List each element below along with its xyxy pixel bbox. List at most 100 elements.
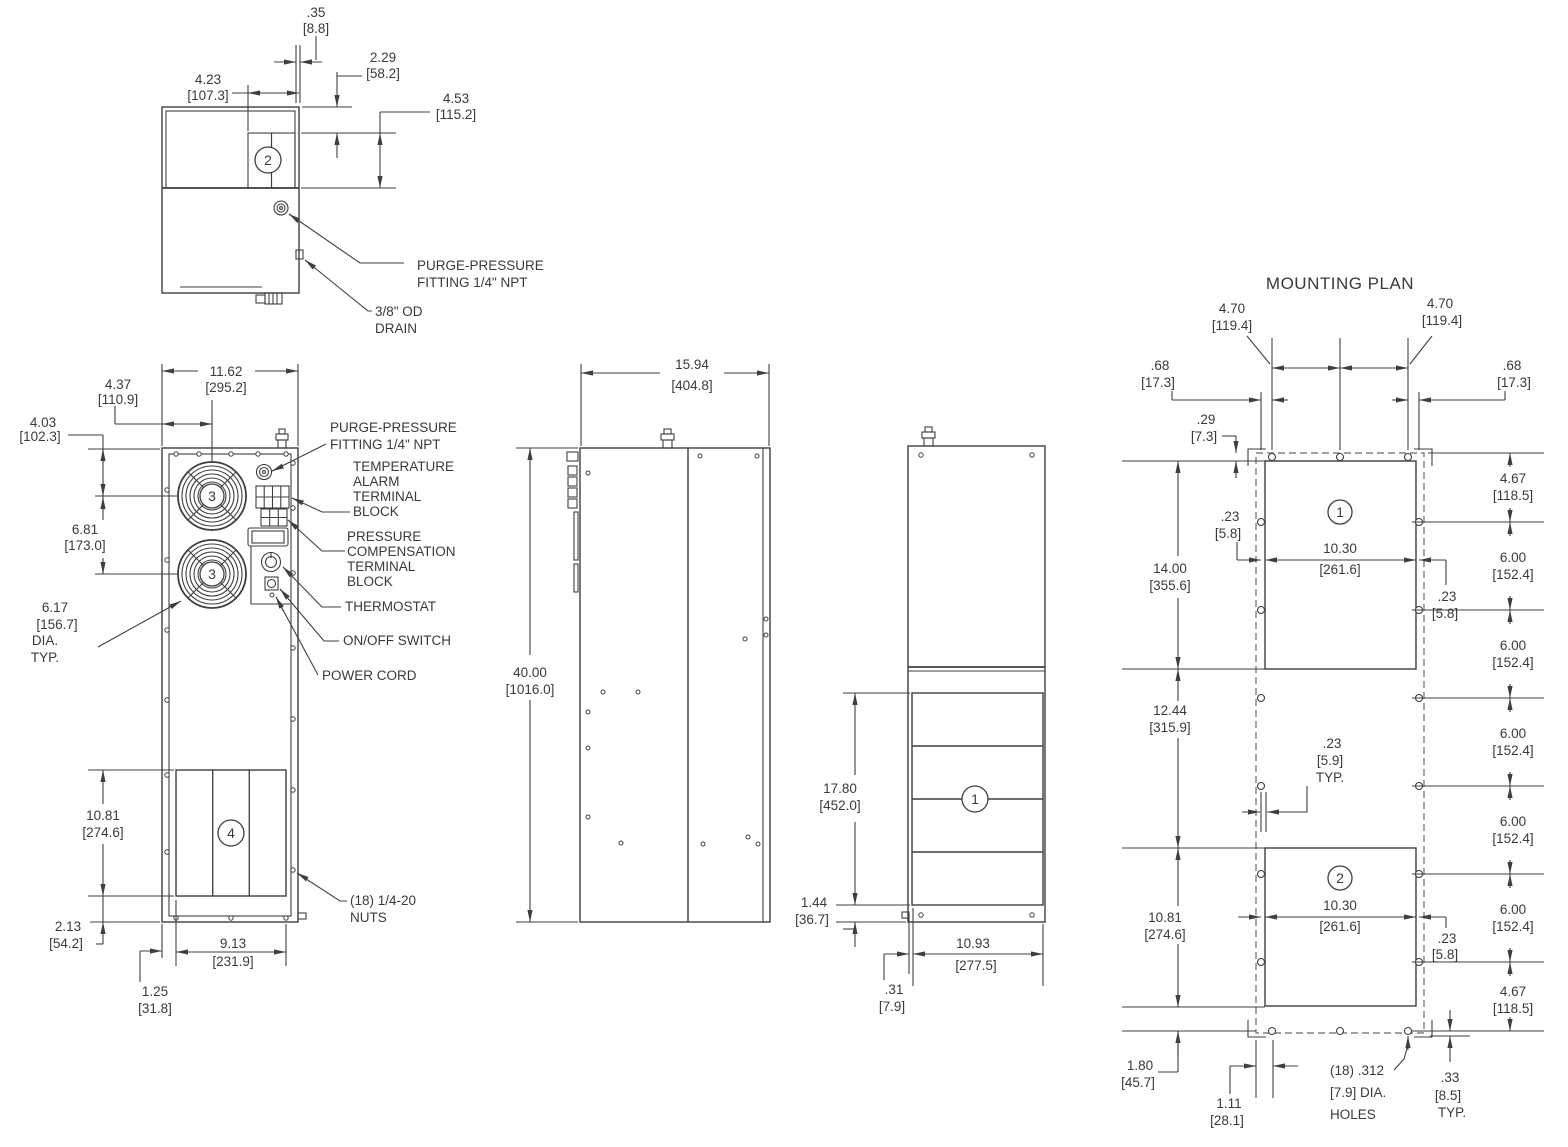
dim-plan-29: .29 [7.3]	[1191, 412, 1239, 478]
dim-front-213-in: 2.13	[55, 919, 81, 934]
dim-plan-23b-mm: [5.8]	[1432, 606, 1458, 621]
dim-plan-29-in: .29	[1197, 412, 1216, 427]
callout-top-drain-line1: 3/8" OD	[375, 304, 423, 319]
plan-right-2-in: 6.00	[1500, 638, 1526, 653]
dim-side-1594-mm: [404.8]	[671, 378, 712, 393]
dim-plan-180-mm: [45.7]	[1121, 1075, 1155, 1090]
fan-guard-upper: 3	[177, 461, 247, 531]
dim-front-681-mm: [173.0]	[64, 538, 105, 553]
plan-right-6-in: 4.67	[1500, 984, 1526, 999]
dim-plan-23c-mm: [5.8]	[1432, 947, 1458, 962]
dim-plan-1030a-mm: [261.6]	[1319, 562, 1360, 577]
dim-plan-1081-in: 10.81	[1148, 910, 1182, 925]
dim-back-1780: 17.80 [452.0]	[819, 692, 910, 906]
back-drain-stub	[901, 911, 910, 919]
callout-top-purge: PURGE-PRESSURE FITTING 1/4" NPT	[288, 213, 544, 290]
callout-top-purge-line1: PURGE-PRESSURE	[417, 258, 544, 273]
unit-outline-top	[161, 106, 300, 294]
condenser-grille-back: 1	[911, 692, 1044, 906]
dim-plan-111-mm: [28.1]	[1210, 1113, 1244, 1128]
balloon-2	[254, 146, 282, 174]
cutout-2	[1264, 847, 1417, 1007]
dim-front-913-in: 9.13	[220, 936, 246, 951]
balloon-1	[961, 785, 989, 813]
dim-top-453-mm: [115.2]	[436, 107, 476, 122]
dim-side-4000-mm: [1016.0]	[506, 682, 555, 697]
dim-top-35-mm: [8.8]	[303, 21, 329, 36]
callout-press-comp-line4: BLOCK	[347, 574, 393, 589]
callout-temp-alarm-line2: ALARM	[353, 474, 400, 489]
dim-front-403-mm: [102.3]	[19, 429, 60, 444]
thermostat-knob	[260, 551, 282, 573]
dim-back-1093-mm: [277.5]	[955, 958, 996, 973]
dim-plan-1030b-in: 10.30	[1323, 898, 1357, 913]
onoff-switch-icon	[264, 576, 279, 591]
callout-plan-holes-line3: HOLES	[1330, 1107, 1376, 1122]
dim-front-125: 1.25 [31.8]	[138, 924, 172, 1016]
dim-plan-23b-in: .23	[1438, 589, 1457, 604]
callout-thermostat: THERMOSTAT	[282, 566, 436, 614]
dim-front-913-mm: [231.9]	[212, 954, 253, 969]
dim-front-1081-mm: [274.6]	[82, 825, 123, 840]
balloon-plan-1	[1327, 499, 1353, 525]
callout-temp-alarm-line3: TERMINAL	[353, 489, 422, 504]
dim-back-1780-in: 17.80	[823, 781, 857, 796]
dim-plan-180-in: 1.80	[1127, 1058, 1153, 1073]
drain-stub	[295, 249, 304, 260]
callout-press-comp-line1: PRESSURE	[347, 529, 421, 544]
dim-top-35-in: .35	[307, 5, 326, 20]
dim-back-144-mm: [36.7]	[795, 912, 829, 927]
dim-front-617-in: 6.17	[42, 600, 68, 615]
dim-plan-1030b-mm: [261.6]	[1319, 919, 1360, 934]
callout-temp-alarm-line4: BLOCK	[353, 504, 399, 519]
side-screws	[585, 453, 769, 847]
plan-right-4-in: 6.00	[1500, 814, 1526, 829]
plan-right-5-in: 6.00	[1500, 902, 1526, 917]
unit-outline-side	[579, 447, 771, 923]
callout-thermostat-label: THERMOSTAT	[345, 599, 436, 614]
temp-alarm-terminal-block	[255, 485, 290, 509]
dim-plan-470: 4.70 [119.4] 4.70 [119.4]	[1212, 296, 1462, 450]
dim-front-617-dia: DIA.	[32, 633, 58, 648]
dim-front-403: 4.03 [102.3]	[19, 415, 177, 497]
dim-plan-68R-in: .68	[1503, 358, 1522, 373]
dim-front-617: 6.17 [156.7] DIA. TYP.	[31, 600, 182, 665]
balloon-3-lower	[199, 561, 225, 587]
front-screws	[164, 451, 296, 921]
callout-onoff-label: ON/OFF SWITCH	[343, 633, 451, 648]
dim-top-229-in: 2.29	[370, 50, 396, 65]
side-top-fitting	[660, 428, 675, 449]
unit-outline-back	[907, 445, 1046, 923]
dim-plan-23typ: .23 [5.9] TYP.	[1242, 736, 1344, 832]
dim-plan-33-typ: TYP.	[1438, 1105, 1466, 1120]
dim-plan-23typ-mm: [5.9]	[1317, 753, 1343, 768]
dim-plan-1030a-in: 10.30	[1323, 541, 1357, 556]
callout-plan-holes-line2: [7.9] DIA.	[1330, 1085, 1386, 1100]
callout-nuts: (18) 1/4-20 NUTS	[296, 872, 416, 925]
callout-front-purge: PURGE-PRESSURE FITTING 1/4" NPT	[271, 420, 457, 472]
plan-right-lines: 4.67 [118.5] 6.00 [152.4] 6.00 [152.4] 6…	[1412, 452, 1544, 1032]
dim-back-31-in: .31	[885, 982, 904, 997]
front-panel	[168, 453, 292, 917]
dim-plan-23typ-typ: TYP.	[1316, 770, 1344, 785]
purge-fitting-icon	[273, 200, 289, 216]
plan-right-3-in: 6.00	[1500, 726, 1526, 741]
dim-plan-470R-mm: [119.4]	[1422, 313, 1462, 328]
plan-right-4-mm: [152.4]	[1492, 831, 1533, 846]
callout-nuts-line2: NUTS	[350, 910, 387, 925]
top-purge-stem	[275, 428, 289, 449]
callout-top-purge-line2: FITTING 1/4" NPT	[417, 275, 528, 290]
dim-front-617-mm: [156.7]	[36, 617, 77, 632]
plan-right-1-in: 6.00	[1500, 550, 1526, 565]
dim-plan-470L-in: 4.70	[1219, 301, 1245, 316]
callout-front-purge-line2: FITTING 1/4" NPT	[330, 437, 441, 452]
plan-right-1-mm: [152.4]	[1492, 567, 1533, 582]
dim-plan-33-in: .33	[1441, 1070, 1460, 1085]
balloon-4	[217, 819, 245, 847]
dim-plan-33-mm: [8.5]	[1435, 1088, 1461, 1103]
side-view: 15.94 [404.8] 40.00 [1016.0]	[506, 357, 771, 923]
callout-onoff: ON/OFF SWITCH	[279, 588, 451, 648]
dim-plan-33: .33 [8.5] TYP.	[1430, 1010, 1470, 1120]
dim-top-453: 4.53 [115.2]	[301, 91, 476, 189]
